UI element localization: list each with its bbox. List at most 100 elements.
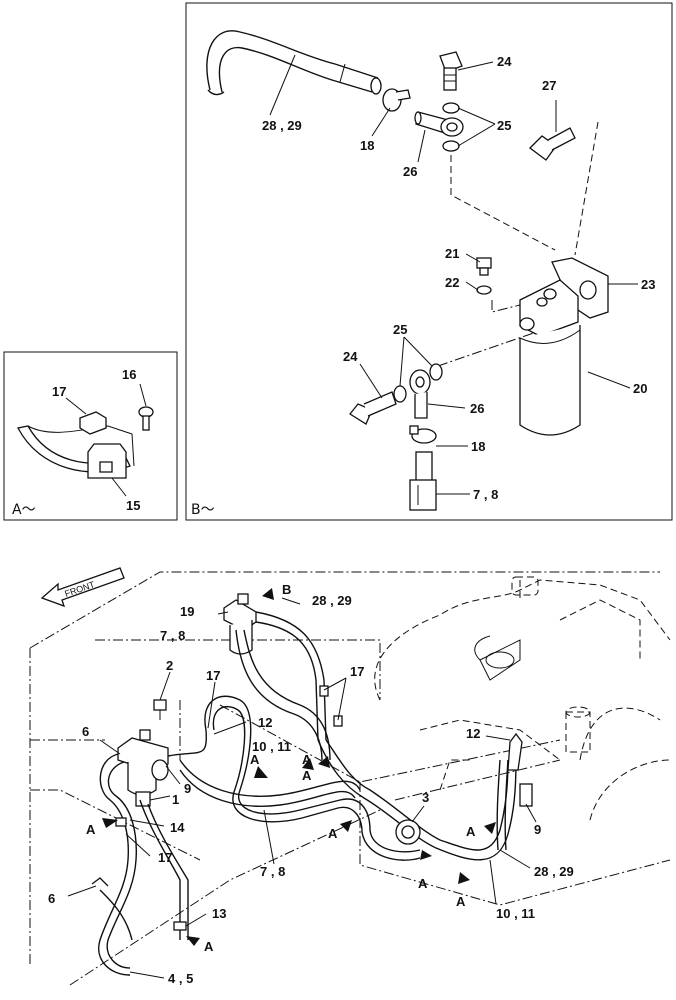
label-15: 15 — [126, 498, 140, 513]
screw-16 — [138, 406, 154, 431]
label-10-11-low: 10 , 11 — [496, 906, 535, 921]
clamp-18-top — [382, 88, 411, 112]
label-16: 16 — [122, 367, 136, 382]
label-18-mid: 18 — [471, 439, 485, 454]
label-26-mid: 26 — [470, 401, 484, 416]
label-21: 21 — [445, 246, 459, 261]
label-24-top: 24 — [497, 54, 512, 69]
hose-7-8-main — [235, 629, 331, 761]
label-7-8-detail: 7 , 8 — [473, 487, 498, 502]
bolt-24-mid — [349, 391, 397, 425]
view-arrows-a — [102, 588, 496, 946]
leader-lines-main — [67, 597, 537, 979]
label-19: 19 — [180, 604, 194, 619]
label-20: 20 — [633, 381, 647, 396]
label-17-left: 17 — [206, 668, 220, 683]
label-a-6: A — [328, 826, 338, 841]
washer-25-top-a — [442, 102, 460, 114]
label-a-2: A — [204, 939, 214, 954]
label-a-8: A — [456, 894, 466, 909]
label-a-3: A — [250, 752, 260, 767]
label-25-mid: 25 — [393, 322, 407, 337]
label-28-29-detail: 28 , 29 — [262, 118, 302, 133]
hose-9-main — [139, 729, 207, 940]
label-9-right: 9 — [534, 822, 541, 837]
label-12-mid: 12 — [258, 715, 272, 730]
strap-clamp-15 — [17, 425, 135, 479]
machine-frame-outline — [29, 571, 671, 986]
washer-25-top-b — [442, 140, 460, 152]
label-28-29-low: 28 , 29 — [534, 864, 574, 879]
hose-28-29-main — [255, 611, 517, 861]
clamp-13 — [173, 921, 187, 931]
clamp-18-mid — [409, 425, 437, 444]
detail-a-caption: A～ — [12, 502, 36, 518]
label-17-low: 17 — [158, 850, 172, 865]
fuel-filter-20 — [519, 325, 581, 436]
bolt-27 — [529, 127, 576, 161]
label-7-8-low: 7 , 8 — [260, 864, 285, 879]
banjo-fitting-26-top — [414, 111, 464, 137]
hose-12-9-right — [496, 732, 533, 851]
washer-22 — [476, 285, 492, 295]
label-24-mid: 24 — [343, 349, 358, 364]
detail-b-caption: B～ — [191, 502, 215, 518]
hose-10-11-main — [204, 695, 421, 861]
label-17-detail: 17 — [52, 384, 66, 399]
bolt-24-top — [439, 51, 463, 91]
hose-7-8-lower — [179, 759, 361, 807]
label-3: 3 — [422, 790, 429, 805]
assembly-line-27 — [574, 121, 599, 256]
engine-outline — [374, 576, 671, 821]
label-7-8-top: 7 , 8 — [160, 628, 185, 643]
label-a-7: A — [418, 876, 428, 891]
assembly-line-24 — [450, 155, 556, 251]
plug-21 — [476, 257, 492, 276]
label-2: 2 — [166, 658, 173, 673]
detail-b-frame — [185, 2, 673, 521]
label-6-top: 6 — [82, 724, 89, 739]
grommet-3 — [395, 819, 421, 845]
label-23: 23 — [641, 277, 655, 292]
hose-7-8-detail — [409, 451, 437, 511]
bolt-2 — [153, 699, 167, 720]
label-28-29-top: 28 , 29 — [312, 593, 352, 608]
fuel-filter-19 — [223, 593, 257, 655]
label-a-1: A — [86, 822, 96, 837]
label-6-low: 6 — [48, 891, 55, 906]
label-12-right: 12 — [466, 726, 480, 741]
assembly-line-25 — [437, 327, 549, 367]
label-27: 27 — [542, 78, 556, 93]
label-18-top: 18 — [360, 138, 374, 153]
hose-28-29-detail — [206, 30, 382, 96]
label-13: 13 — [212, 906, 226, 921]
leader-lines-a — [65, 383, 147, 497]
label-a-5: A — [302, 768, 312, 783]
label-14: 14 — [170, 820, 185, 835]
label-1: 1 — [172, 792, 179, 807]
banjo-fitting-26-mid — [409, 369, 431, 419]
hose-4-5-main — [91, 753, 138, 976]
label-a-9: A — [466, 824, 476, 839]
label-9-left: 9 — [184, 781, 191, 796]
washer-25-mid-a — [393, 385, 407, 403]
label-22: 22 — [445, 275, 459, 290]
label-10-11-mid: 10 , 11 — [252, 739, 291, 754]
clip-17-c — [115, 817, 127, 827]
clip-17-b — [333, 715, 343, 727]
label-b-arrow: B — [282, 582, 291, 597]
leader-lines-b — [269, 54, 638, 495]
label-26-top: 26 — [403, 164, 417, 179]
water-separator-1 — [117, 729, 169, 807]
clip-17-a — [319, 685, 329, 697]
label-4-5: 4 , 5 — [168, 971, 193, 986]
assembly-line-22 — [491, 300, 521, 313]
label-25-top: 25 — [497, 118, 511, 133]
filter-head-23 — [519, 257, 609, 337]
detail-a-frame — [3, 351, 178, 521]
label-17-right: 17 — [350, 664, 364, 679]
clip-17 — [79, 411, 107, 435]
washer-25-mid-b — [429, 363, 443, 381]
label-a-4: A — [302, 752, 312, 767]
